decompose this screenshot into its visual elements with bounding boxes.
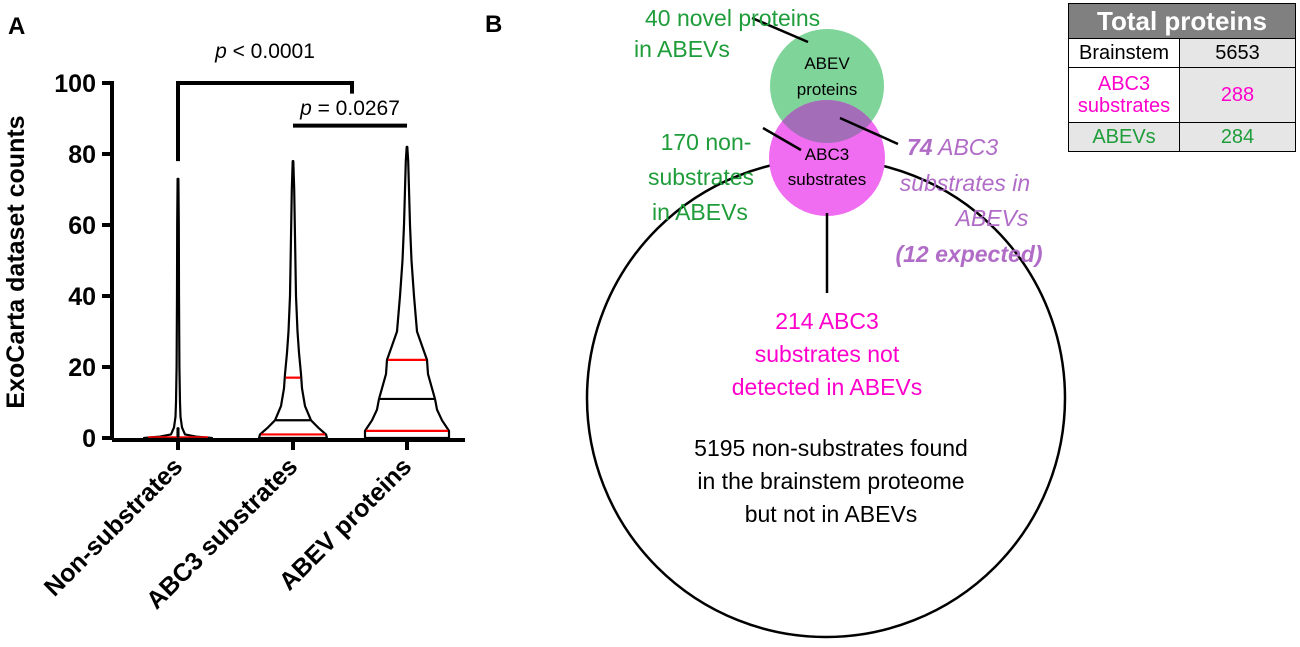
overlap-line-3: ABEVs	[954, 205, 1029, 231]
nonsub-abev-line-1: 170 non-	[661, 129, 752, 155]
abc3-circle-label-2: substrates	[788, 170, 866, 189]
y-tick-label: 100	[54, 70, 96, 98]
leader-nonsub	[762, 126, 802, 152]
table-row-value: 5653	[1179, 38, 1296, 68]
violins	[142, 145, 451, 440]
overlap-line-2: substrates in	[900, 170, 1030, 196]
y-tick-label: 20	[68, 354, 96, 382]
table-row: ABC3 substrates 288	[1068, 67, 1296, 123]
violin-1	[142, 177, 214, 440]
venn-diagram: ABEV proteins ABC3 substrates 40 novel p…	[585, 5, 1067, 639]
abev-circle-label-2: proteins	[797, 80, 857, 99]
y-tick-label: 40	[68, 283, 96, 311]
bracket-1	[176, 81, 354, 162]
not-detected-line-2: substrates not	[755, 341, 900, 367]
y-axis-ticks: 0 20 40 60 80 100	[54, 70, 112, 453]
p-value: < 0.0001	[227, 40, 315, 63]
table-row-label: Brainstem	[1068, 38, 1180, 68]
table-row: Brainstem 5653	[1068, 38, 1296, 68]
novel-proteins-line-2: in ABEVs	[634, 36, 730, 62]
p-symbol: p	[299, 97, 312, 120]
not-detected-line-3: detected in ABEVs	[732, 374, 923, 400]
table-row-label: ABC3 substrates	[1068, 67, 1180, 123]
abc3-circle-label-1: ABC3	[805, 145, 849, 164]
nonsub-abev-line-3: in ABEVs	[652, 199, 748, 225]
outlier-point	[176, 427, 180, 431]
not-detected-line-1: 214 ABC3	[775, 308, 879, 334]
abev-circle-label-1: ABEV	[804, 54, 850, 73]
p-value: = 0.0267	[312, 97, 400, 120]
nonsub-abev-line-2: substrates	[648, 164, 754, 190]
brainstem-line-1: 5195 non-substrates found	[694, 435, 968, 461]
panel-a-label: A	[8, 13, 25, 40]
table-row-label: ABEVs	[1068, 122, 1180, 152]
panel-b-label: B	[485, 11, 502, 38]
table-row-value: 288	[1179, 67, 1296, 123]
bracket-1-label: p < 0.0001	[214, 40, 315, 63]
table-row-value: 284	[1179, 122, 1296, 152]
novel-proteins-line-1: 40 novel proteins	[645, 5, 820, 31]
table-title: Total proteins	[1068, 3, 1296, 39]
p-symbol: p	[214, 40, 227, 63]
brainstem-line-3: but not in ABEVs	[745, 501, 918, 527]
overlap-line-1-text: ABC3	[933, 134, 999, 160]
leader-novel	[751, 16, 809, 44]
table-row: ABEVs 284	[1068, 122, 1296, 152]
leader-overlap	[839, 116, 899, 146]
total-proteins-table: Total proteins Brainstem 5653 ABC3 subst…	[1068, 3, 1296, 152]
overlap-count: 74	[907, 134, 933, 160]
overlap-line-1: 74 ABC3	[907, 134, 998, 160]
overlap-region	[770, 100, 884, 143]
y-axis-label: ExoCarta dataset counts	[2, 115, 30, 408]
overlap-line-4: (12 expected)	[895, 241, 1042, 267]
violin-2	[257, 160, 329, 440]
y-tick-label: 0	[82, 425, 96, 453]
bracket-2-label: p = 0.0267	[299, 97, 400, 120]
brainstem-line-2: in the brainstem proteome	[697, 468, 964, 494]
y-tick-label: 80	[68, 141, 96, 169]
violin-3	[363, 145, 451, 440]
y-tick-label: 60	[68, 212, 96, 240]
